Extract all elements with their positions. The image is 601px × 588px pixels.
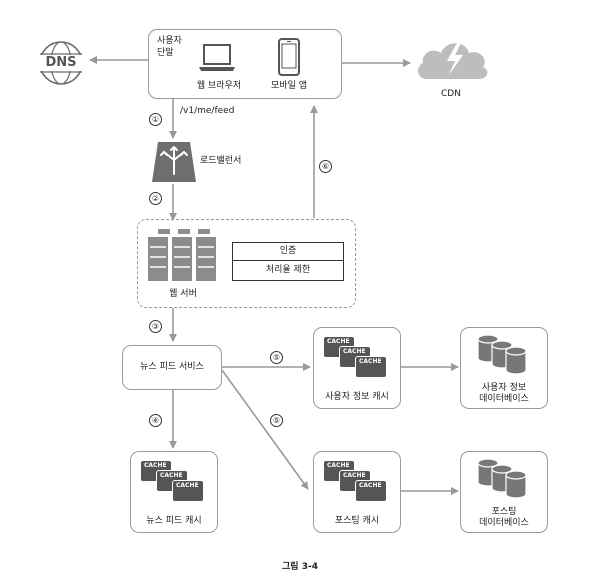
client-label-line1: 사용자 [157, 36, 182, 46]
client-device-box [148, 29, 342, 99]
client-label-line2: 단말 [157, 48, 174, 58]
user-cache-label: 사용자 정보 캐시 [325, 392, 389, 402]
cache-icon: CACHE [356, 481, 386, 501]
figure-caption: 그림 3-4 [282, 562, 318, 572]
load-balancer-label: 로드밸런서 [200, 156, 242, 166]
post-db-label-line1: 포스팅 [491, 507, 517, 517]
database-icon [476, 334, 532, 380]
mobile-phone-icon [277, 38, 301, 80]
news-feed-service-box [122, 345, 222, 390]
post-db-label-line2: 데이터베이스 [479, 518, 529, 528]
rate-limit-box: 처리율 제한 [232, 261, 344, 281]
cdn-label: CDN [441, 89, 461, 99]
feed-cache-label: 뉴스 피드 캐시 [146, 516, 202, 526]
auth-label: 인증 [279, 246, 297, 256]
web-server-label: 웹 서버 [169, 289, 197, 299]
arrow-service-to-postcache [221, 369, 309, 490]
request-path-label: /v1/me/feed [180, 106, 235, 116]
step-2-marker: ② [149, 192, 162, 205]
cache-icon: CACHE [173, 481, 203, 501]
post-cache-label: 포스팅 캐시 [334, 516, 380, 526]
load-balancer-icon [152, 142, 196, 186]
rate-limit-label: 처리율 제한 [265, 265, 311, 275]
step-4-marker: ④ [149, 414, 162, 427]
step-6-marker: ⑥ [319, 160, 332, 173]
dns-label: DNS [45, 55, 77, 70]
web-browser-label: 웹 브라우저 [196, 81, 242, 91]
mobile-app-label: 모바일 앱 [271, 81, 307, 91]
server-rack-icon [148, 229, 218, 285]
dns-icon: DNS [38, 40, 84, 86]
auth-box: 인증 [232, 242, 344, 261]
news-feed-service-label: 뉴스 피드 서비스 [140, 362, 204, 372]
user-db-label-line1: 사용자 정보 [481, 383, 527, 393]
web-server-group [137, 219, 356, 308]
cache-icon: CACHE [356, 357, 386, 377]
cdn-cloud-icon [413, 33, 493, 87]
user-db-label-line2: 데이터베이스 [479, 394, 529, 404]
laptop-icon [198, 43, 236, 77]
step-5-marker-user: ⑤ [270, 351, 283, 364]
database-icon [476, 458, 532, 504]
step-1-marker: ① [149, 113, 162, 126]
step-5-marker-post: ⑤ [270, 414, 283, 427]
step-3-marker: ③ [149, 320, 162, 333]
